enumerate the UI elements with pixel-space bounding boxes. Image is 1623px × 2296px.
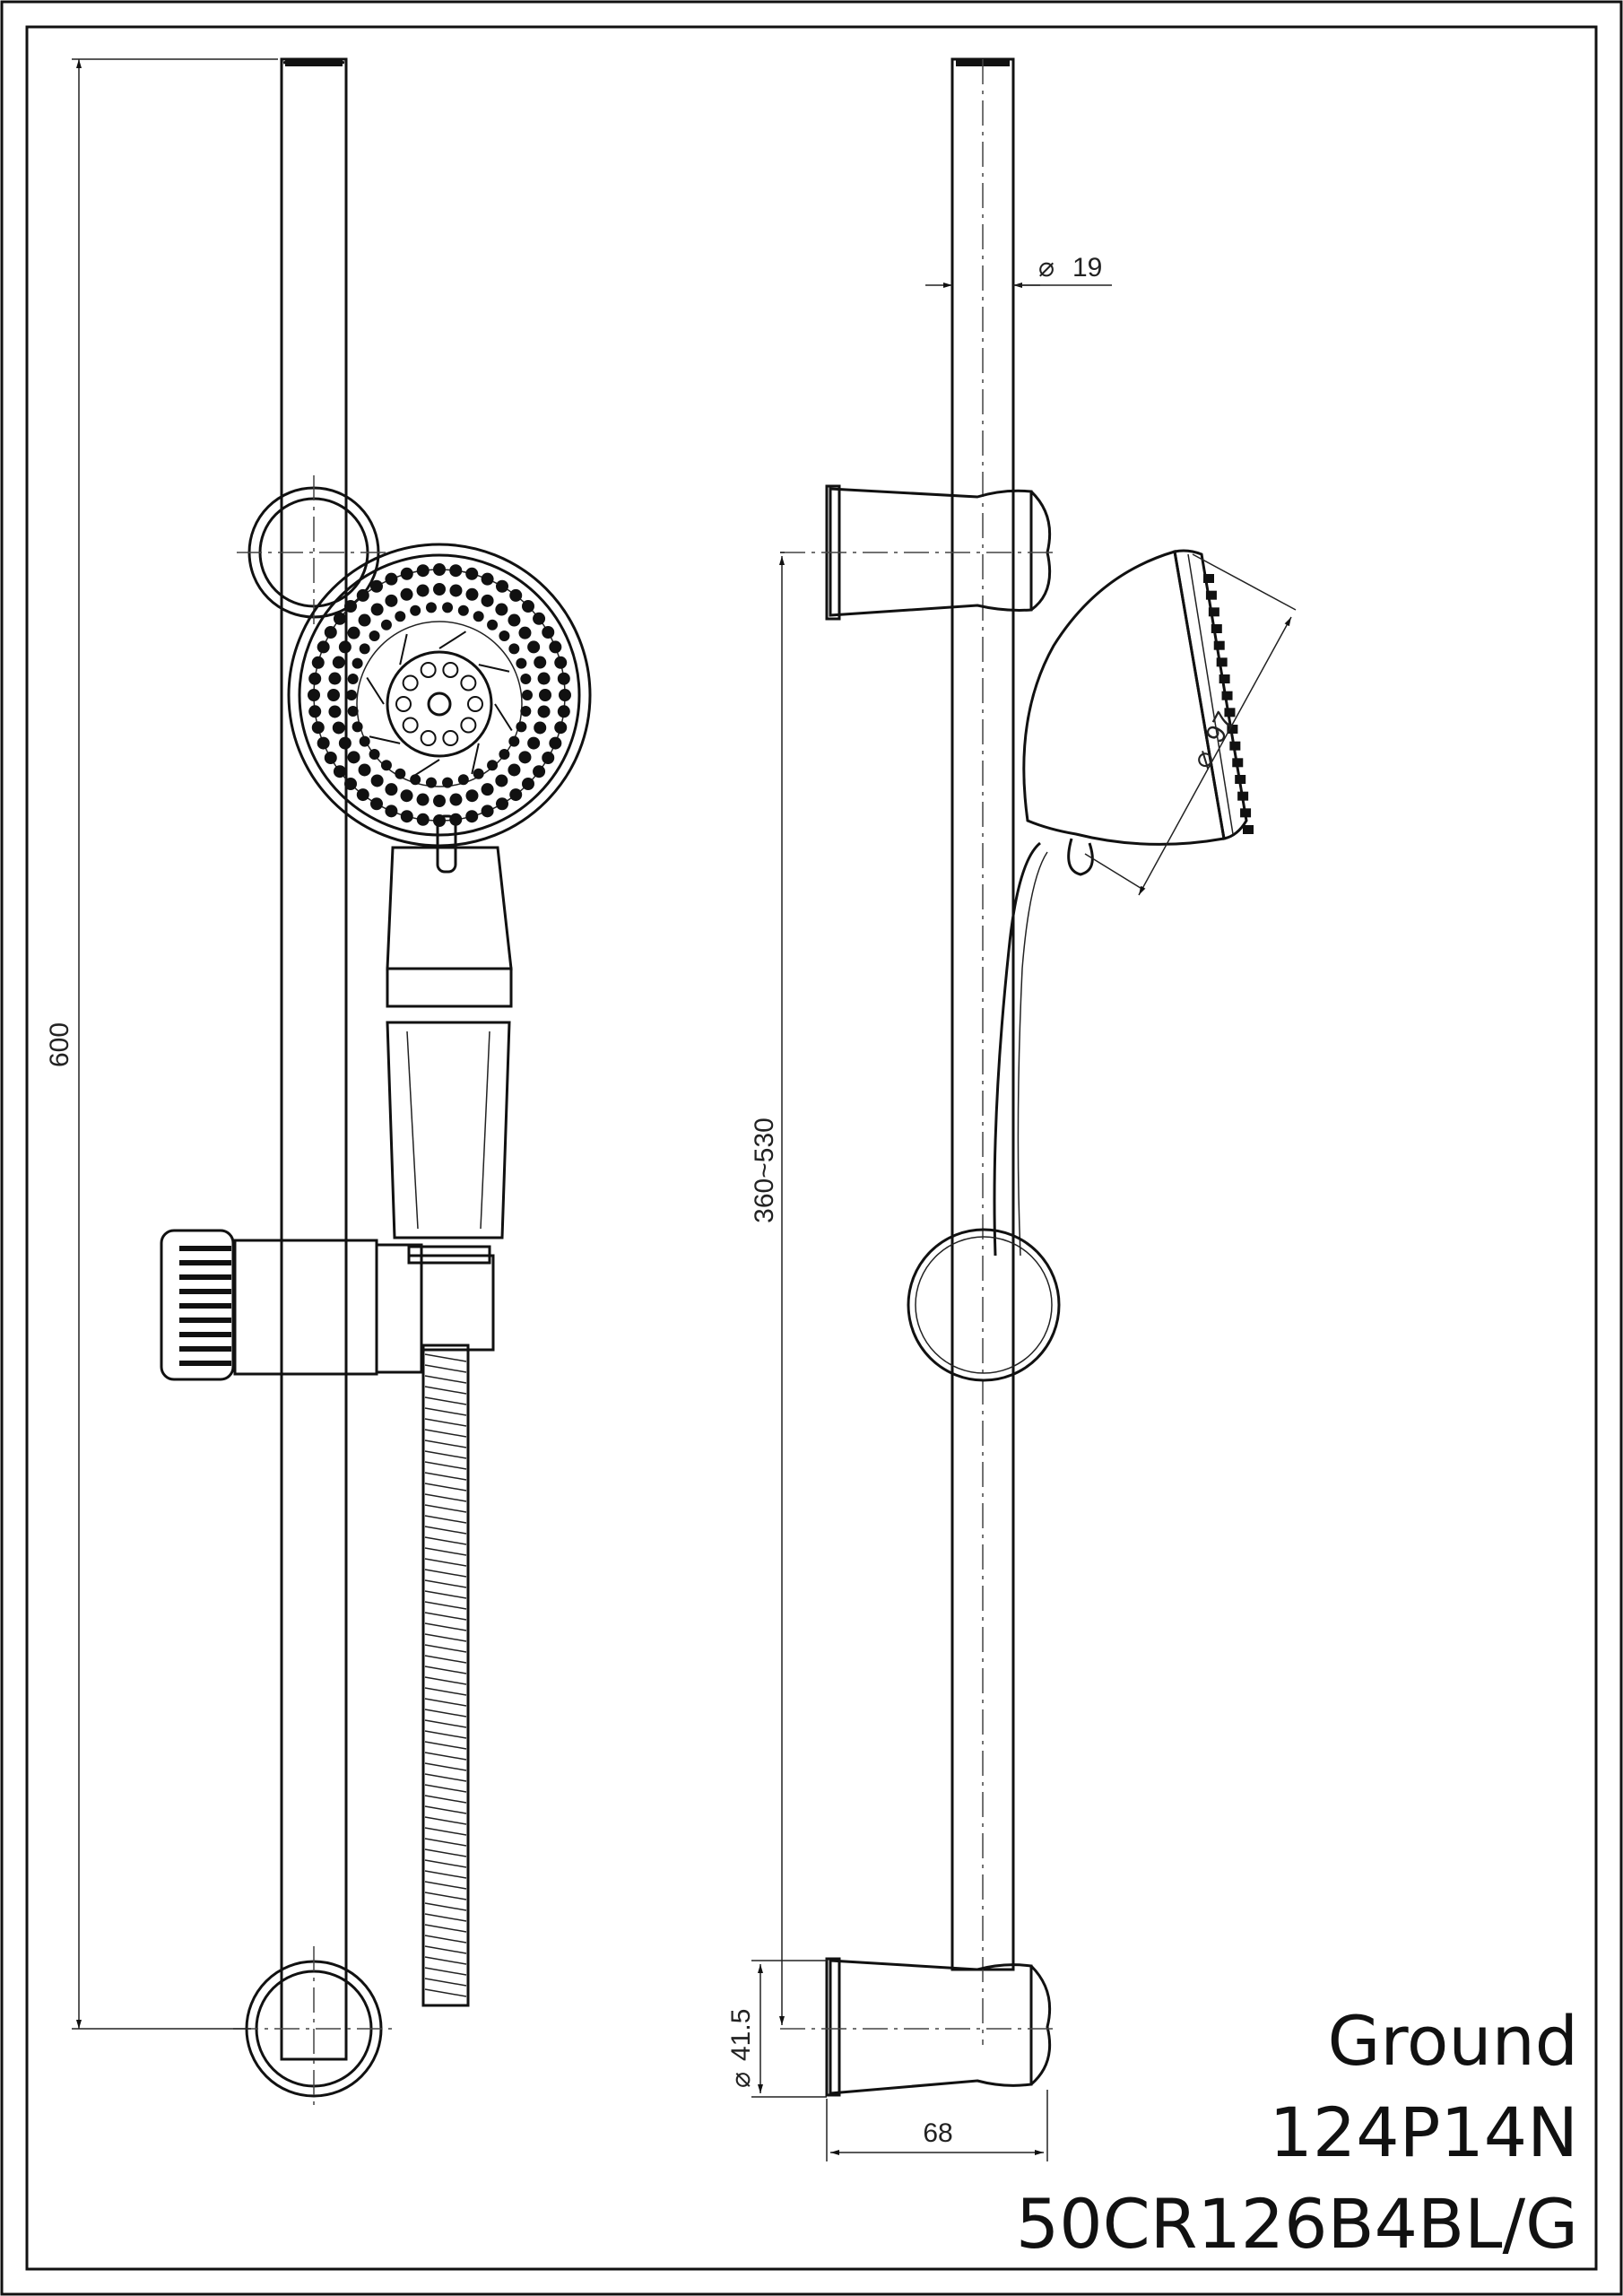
side-rod [950, 57, 1015, 2045]
dim-bracket-range: 360~530 [750, 552, 785, 2025]
dim-rod-diameter: ⌀ 19 [925, 253, 1112, 288]
bracket-depth-label: 68 [923, 2118, 952, 2148]
dim-bracket-depth: 68 [826, 2090, 1048, 2161]
head-diameter-symbol: ⌀ [1186, 744, 1220, 772]
front-top-bracket [237, 475, 391, 628]
dim-overall-length: 600 [45, 58, 278, 2030]
title-line-1: Ground [1327, 2001, 1578, 2081]
front-slider [160, 1229, 495, 1381]
front-shower-head [287, 543, 592, 874]
front-bottom-bracket [233, 1946, 395, 2108]
knob-icon [160, 1229, 235, 1381]
bracket-diameter-symbol: ⌀ [726, 2072, 756, 2088]
rod-diameter-label: 19 [1072, 253, 1102, 283]
side-bottom-bracket [780, 1957, 1058, 2097]
side-slider-knob [907, 1228, 1061, 1382]
front-handle [386, 846, 513, 1257]
bracket-diameter-label: 41.5 [726, 2009, 756, 2061]
overall-length-label: 600 [45, 1022, 74, 1067]
title-block: Ground 124P14N 50CR126B4BL/G [1016, 2001, 1578, 2264]
rod-diameter-symbol: ⌀ [1038, 253, 1055, 283]
side-top-bracket [780, 484, 1058, 621]
front-rod [280, 57, 348, 2061]
dim-bracket-diameter: ⌀ 41.5 [726, 1960, 827, 2098]
inner-border [25, 25, 1598, 2271]
front-hose [421, 1344, 470, 2007]
side-view: ⌀ 19 ⌀ 97 360~530 ⌀ 41.5 [726, 57, 1297, 2161]
title-line-2: 124P14N [1270, 2092, 1578, 2172]
title-line-3: 50CR126B4BL/G [1016, 2184, 1578, 2264]
bracket-range-label: 360~530 [750, 1118, 779, 1223]
front-view: 600 [45, 57, 592, 2108]
side-hose [993, 841, 1048, 1257]
